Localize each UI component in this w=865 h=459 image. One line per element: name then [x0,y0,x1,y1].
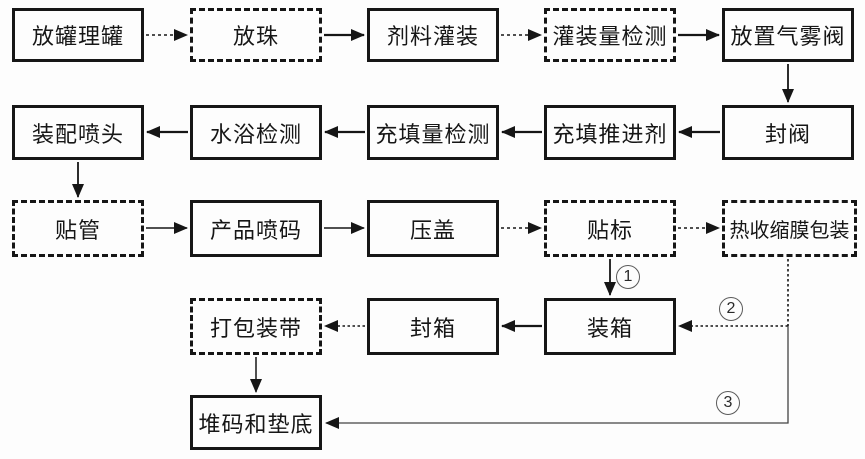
node-press-cap: 压盖 [367,200,499,257]
node-product-coding-label: 产品喷码 [209,217,302,243]
node-place-cans: 放罐理罐 [12,8,144,62]
node-fill-propellant-label: 充填推进剂 [552,121,668,147]
node-place-ball: 放珠 [190,8,322,62]
node-heat-shrink-wrap-label: 热收缩膜包装 [729,220,850,242]
node-stack-and-pad: 堆码和垫底 [190,395,322,450]
node-place-aerosol-valve-label: 放置气雾阀 [730,24,846,49]
node-attach-tube-label: 贴管 [54,217,101,243]
node-fill-formula-label: 剂料灌装 [386,24,479,49]
node-seal-valve: 封阀 [722,105,854,160]
node-labeling-label: 贴标 [586,217,633,243]
circled-number-2: 2 [719,297,743,321]
node-press-cap-label: 压盖 [409,217,456,243]
node-pack-carton: 装箱 [544,298,676,355]
edge-heat-shrink-wrap-to-stack-and-pad [325,326,789,429]
node-fill-volume-check-label: 灌装量检测 [552,24,668,49]
circled-number-3: 3 [716,391,740,415]
node-place-aerosol-valve: 放置气雾阀 [722,8,854,62]
node-place-ball-label: 放珠 [232,24,279,49]
node-seal-carton: 封箱 [367,298,499,355]
node-propellant-volume-check-label: 充填量检测 [375,121,491,147]
node-strapping-label: 打包装带 [209,315,302,341]
node-pack-carton-label: 装箱 [586,315,633,341]
node-fill-propellant: 充填推进剂 [544,105,676,160]
node-stack-and-pad-label: 堆码和垫底 [198,411,314,437]
node-fill-volume-check: 灌装量检测 [544,8,676,62]
node-water-bath-test: 水浴检测 [190,105,322,160]
node-propellant-volume-check: 充填量检测 [367,105,499,160]
node-strapping: 打包装带 [190,298,322,355]
node-labeling: 贴标 [544,200,676,257]
circled-number-1: 1 [616,265,640,289]
node-attach-tube: 贴管 [12,200,144,257]
node-seal-valve-label: 封阀 [764,121,811,147]
node-place-cans-label: 放罐理罐 [31,24,124,49]
node-product-coding: 产品喷码 [190,200,322,257]
node-heat-shrink-wrap: 热收缩膜包装 [722,200,857,257]
node-fill-formula: 剂料灌装 [367,8,499,62]
node-assemble-nozzle-label: 装配喷头 [31,121,124,147]
node-water-bath-test-label: 水浴检测 [209,121,302,147]
node-seal-carton-label: 封箱 [409,315,456,341]
node-assemble-nozzle: 装配喷头 [12,105,144,160]
